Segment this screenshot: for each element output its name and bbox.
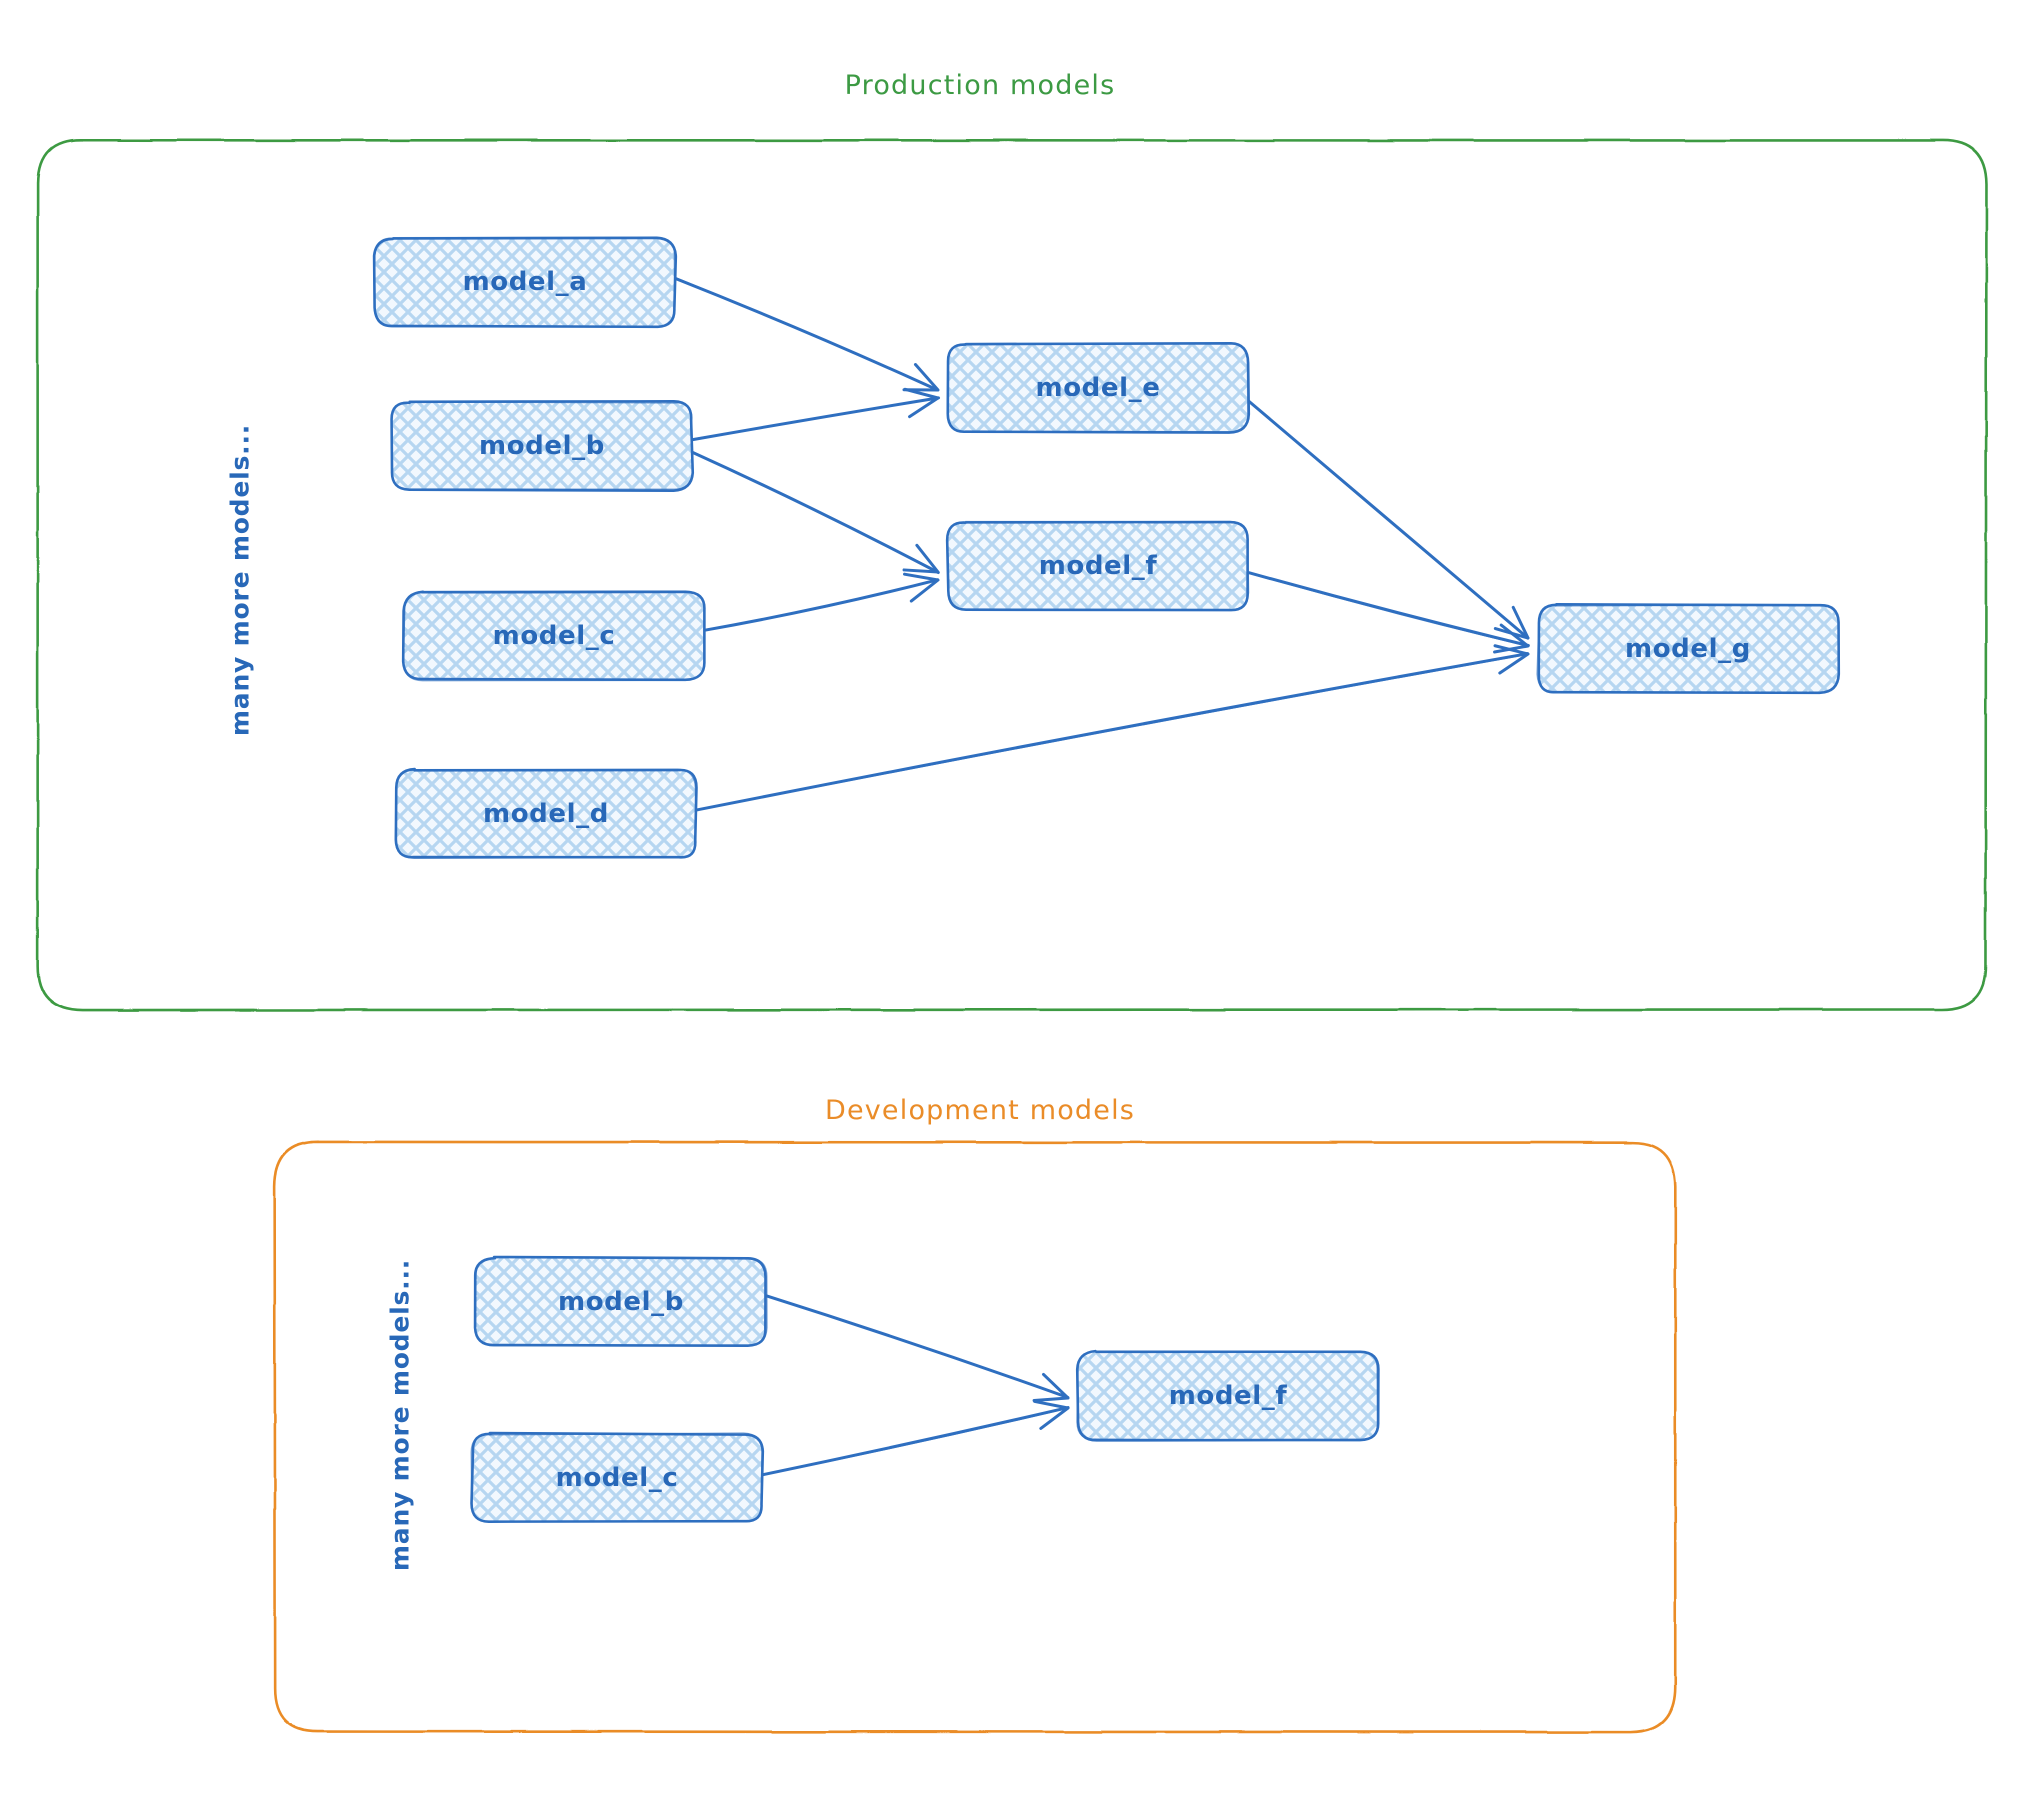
node-fill [395,769,697,859]
node-outline [402,590,706,682]
edge-arrowhead [902,363,940,392]
edge-arrowhead [1493,644,1530,675]
node-fill [948,521,1249,611]
edge-arrowhead [1033,1399,1070,1430]
edge-line [702,578,940,632]
group-title-production: Production models [844,70,1116,101]
group-frame-development [273,1140,1677,1734]
edges-layer [673,277,1530,1477]
node-prod_model_a[interactable] [372,236,678,329]
edge-e-to-g [1246,399,1530,640]
node-dev_model_c[interactable] [470,1431,765,1523]
side-note-production: many more models... [225,423,255,737]
node-outline [474,1256,768,1347]
edge-line [766,1294,1070,1399]
edge-line [691,451,940,575]
edge-b-to-e [689,387,941,442]
node-outline [394,768,697,860]
edge-line [702,578,939,631]
node-outline [373,236,676,328]
edge-devc-to-devf [760,1399,1070,1477]
node-outline [1076,1350,1379,1442]
node-dev_model_f[interactable] [1075,1349,1380,1442]
edge-d-to-g [695,644,1530,812]
edge-c-to-f [702,572,940,632]
edge-line [692,451,939,573]
node-outline [946,342,1249,433]
edge-line [696,653,1529,811]
node-fill [948,343,1249,432]
node-outline [470,1432,763,1523]
edge-line [1246,570,1530,648]
node-prod_model_e[interactable] [946,342,1251,434]
node-fill [374,237,676,327]
node-fill [1537,604,1839,694]
group-frames-layer [36,138,1988,1734]
node-outline [390,401,694,490]
node-fill [471,1433,763,1523]
side-note-development: many more models... [385,1258,415,1572]
edge-a-to-e [673,277,940,392]
edge-arrowhead [1032,1372,1070,1402]
edge-line [761,1407,1069,1476]
node-prod_model_d[interactable] [394,767,698,860]
edge-arrowhead [1493,605,1530,640]
node-prod_model_f[interactable] [945,520,1250,612]
node-fill [475,1257,767,1347]
node-outline [1536,603,1840,694]
group-title-development: Development models [824,1095,1136,1126]
edge-arrowhead [903,387,940,419]
edge-arrowhead [1493,623,1530,654]
node-prod_model_g[interactable] [1536,603,1841,695]
node-dev_model_b[interactable] [473,1255,768,1347]
node-outline [946,520,1250,611]
edge-line [691,396,939,440]
edge-arrowhead [903,572,940,603]
edge-devb-to-devf [764,1294,1070,1402]
edge-arrowhead [902,543,940,574]
edge-line [675,277,939,391]
node-fill [403,591,705,680]
edge-line [673,277,940,392]
edge-line [1247,572,1529,647]
nodes-layer [372,236,1841,1523]
edge-line [1247,399,1529,640]
node-prod_model_c[interactable] [401,590,706,682]
edge-b-to-f [691,451,940,575]
node-prod_model_b[interactable] [390,399,695,492]
node-fill [1077,1351,1379,1441]
edge-f-to-g [1246,570,1530,654]
node-fill [391,401,693,491]
group-frame-production [36,138,1988,1012]
